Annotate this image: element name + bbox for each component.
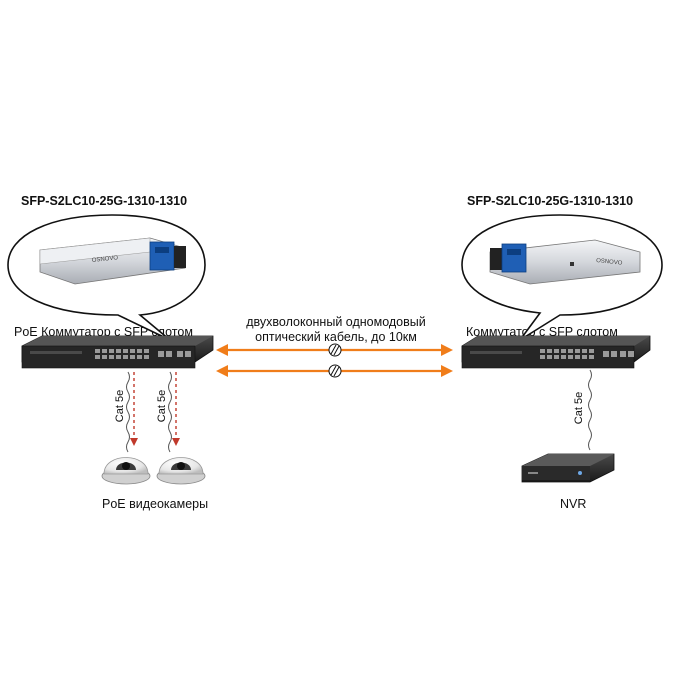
left-poe-switch: [21, 335, 214, 369]
dome-camera-icon: [156, 457, 206, 485]
right-sfp-brand: OSNOVO: [596, 258, 623, 267]
nvr-device-icon: [521, 453, 615, 483]
right-switch: [461, 335, 651, 369]
fiber-description-line1: двухволоконный одномодовый: [246, 315, 426, 329]
left-sfp-module-icon: OSNOVO: [39, 237, 186, 285]
left-sfp-brand: OSNOVO: [92, 255, 119, 264]
fiber-break-marker-bottom: [328, 364, 342, 378]
right-module-title: SFP-S2LC10-25G-1310-1310: [467, 194, 634, 208]
cameras-label: PoE видеокамеры: [102, 497, 209, 511]
fiber-break-marker-top: [328, 343, 342, 357]
fiber-description-line2: оптический кабель, до 10км: [255, 330, 417, 344]
dome-camera-icon: [101, 457, 151, 485]
cat-cable-left-2: [168, 371, 180, 453]
left-module-title: SFP-S2LC10-25G-1310-1310: [21, 194, 188, 208]
cat-cable-right: [588, 369, 592, 451]
nvr-label: NVR: [560, 497, 587, 511]
fiber-description: двухволоконный одномодовый оптический ка…: [226, 315, 446, 345]
cat-cable-left-1: [126, 371, 138, 453]
right-switch-label: Коммутатор с SFP слотом: [466, 325, 618, 339]
right-sfp-module-icon: OSNOVO: [489, 239, 641, 285]
